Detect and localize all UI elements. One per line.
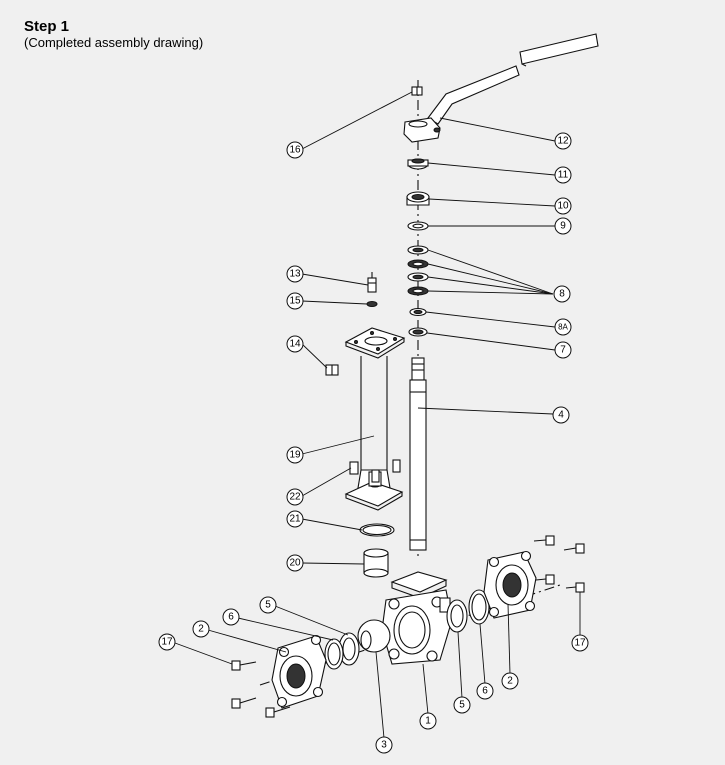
handle-grip (519, 33, 599, 67)
part-15-washer (366, 301, 378, 307)
svg-text:20: 20 (289, 558, 301, 569)
part-17-bolts-right (533, 535, 585, 593)
part-13-bolt (367, 272, 377, 293)
callout-13: 13 (286, 265, 304, 283)
callout-9: 9 (554, 217, 572, 235)
svg-text:17: 17 (574, 638, 586, 649)
callout-6-left: 6 (222, 608, 240, 626)
callout-20: 20 (286, 554, 304, 572)
part-8a-ring-hole (413, 309, 423, 315)
part-6-seal-right-inner (471, 593, 487, 621)
step-subtitle: (Completed assembly drawing) (24, 35, 204, 50)
part-2-end-cap-right (483, 550, 537, 619)
svg-text:1: 1 (425, 716, 431, 727)
svg-text:5: 5 (265, 600, 271, 611)
part-17-bolts-left (231, 660, 291, 718)
part-8-packing-rings (407, 245, 429, 296)
part-5-seat-right-inner (450, 604, 464, 628)
svg-text:3: 3 (381, 740, 387, 751)
callout-14: 14 (286, 335, 304, 353)
callout-11: 11 (554, 166, 572, 184)
callout-10: 10 (554, 197, 572, 215)
part-7-thrust-washer-hole (412, 329, 424, 335)
part-3-ball-bore (360, 630, 372, 650)
svg-text:6: 6 (482, 686, 488, 697)
svg-text:4: 4 (558, 410, 564, 421)
callout-21: 21 (286, 510, 304, 528)
callout-19: 19 (286, 446, 304, 464)
callout-5-right: 5 (453, 696, 471, 714)
callout-15: 15 (286, 292, 304, 310)
svg-text:6: 6 (228, 612, 234, 623)
callout-6-right: 6 (476, 682, 494, 700)
svg-text:8: 8 (559, 289, 565, 300)
part-6-seal-left-inner (327, 642, 341, 666)
callout-8: 8 (553, 285, 571, 303)
svg-text:14: 14 (289, 339, 301, 350)
svg-text:22: 22 (289, 492, 301, 503)
step-title: Step 1 (24, 18, 70, 35)
callout-22: 22 (286, 488, 304, 506)
svg-text:13: 13 (289, 269, 301, 280)
callout-2-left: 2 (192, 620, 210, 638)
part-19-mounting-bracket (344, 327, 406, 511)
part-1-valve-body (381, 571, 453, 665)
callout-5-left: 5 (259, 596, 277, 614)
callout-7: 7 (554, 341, 572, 359)
svg-text:15: 15 (289, 296, 301, 307)
part-10-gland-nut (406, 191, 430, 206)
part-16-nut (411, 86, 423, 96)
part-4-stem (409, 357, 427, 551)
part-12-handle (403, 65, 520, 143)
svg-text:19: 19 (289, 450, 301, 461)
svg-text:8A: 8A (558, 323, 568, 332)
part-2-end-cap-left (271, 634, 327, 709)
svg-text:7: 7 (560, 345, 566, 356)
svg-text:16: 16 (289, 145, 301, 156)
callout-12: 12 (554, 132, 572, 150)
svg-text:11: 11 (558, 170, 569, 181)
part-20-bushing (363, 548, 389, 578)
svg-text:5: 5 (459, 700, 465, 711)
part-9-washer-hole (412, 223, 424, 229)
callout-8a: 8A (554, 318, 572, 336)
svg-text:17: 17 (161, 637, 173, 648)
svg-text:2: 2 (198, 624, 204, 635)
part-22-screws (349, 459, 401, 483)
part-5-seat-right (446, 599, 468, 633)
svg-text:2: 2 (507, 676, 513, 687)
part-9-washer (407, 221, 429, 231)
callout-2-right: 2 (501, 672, 519, 690)
callout-3: 3 (375, 736, 393, 754)
svg-text:10: 10 (557, 201, 569, 212)
callout-17-right: 17 (571, 634, 589, 652)
svg-text:9: 9 (560, 221, 566, 232)
part-14-nut (325, 364, 339, 376)
callout-4: 4 (552, 406, 570, 424)
part-3-ball (357, 619, 391, 653)
svg-text:12: 12 (557, 136, 569, 147)
leader-lines (174, 91, 581, 739)
callout-16: 16 (286, 141, 304, 159)
part-11-stop-plate (407, 158, 429, 170)
callout-17-left: 17 (158, 633, 176, 651)
callout-1: 1 (419, 712, 437, 730)
part-21-o-ring-inner (362, 524, 392, 536)
svg-text:21: 21 (289, 514, 301, 525)
